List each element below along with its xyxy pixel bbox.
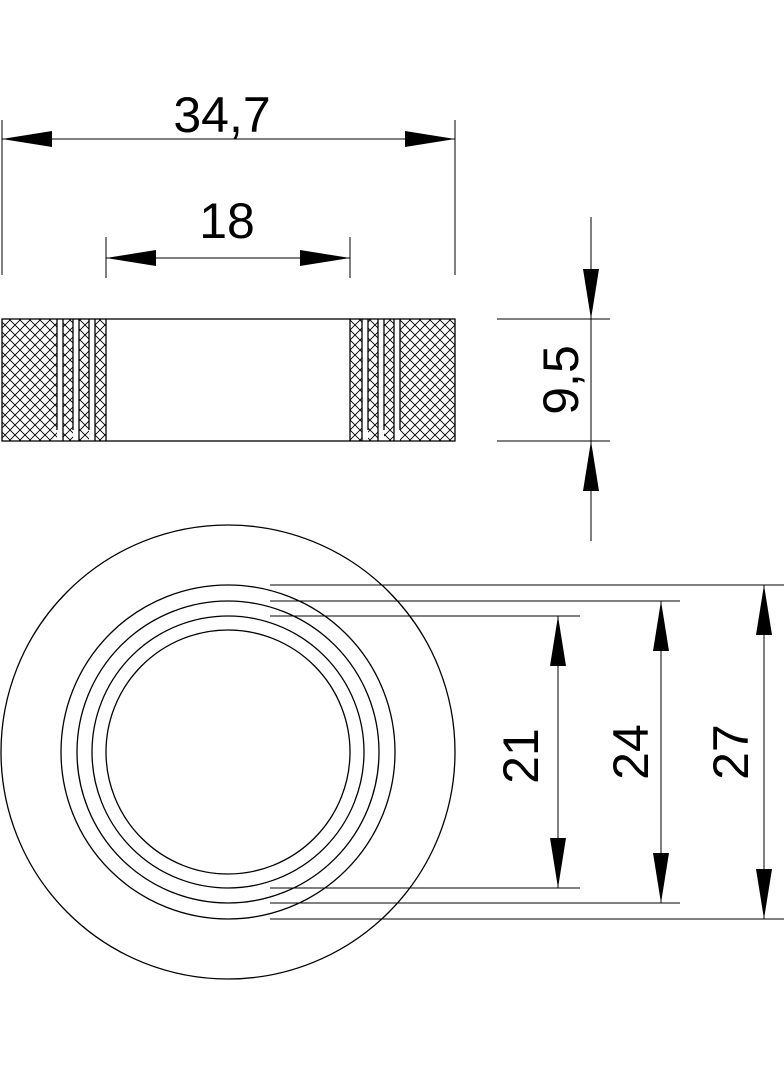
- dimension-diameter-24: 24: [603, 601, 669, 903]
- diameter-24-label: 24: [603, 724, 659, 780]
- diameter-27-circle: [60, 584, 396, 920]
- height-label: 9,5: [533, 345, 589, 415]
- outer-width-label: 34,7: [173, 87, 270, 143]
- diameter-24-circle: [76, 600, 380, 904]
- dimension-inner-width: 18: [105, 193, 351, 278]
- plan-view: [0, 524, 456, 980]
- dimension-diameter-27: 27: [703, 585, 772, 919]
- diameter-21-circle: [91, 615, 365, 889]
- dimension-height: 9,5: [497, 217, 610, 541]
- inner-width-label: 18: [199, 193, 255, 249]
- section-view: [1, 318, 456, 442]
- plan-extension-lines: [270, 584, 784, 920]
- dimension-diameter-21: 21: [493, 616, 566, 888]
- diameter-21-label: 21: [493, 728, 549, 784]
- bore-circle: [105, 629, 351, 875]
- diameter-27-label: 27: [703, 724, 759, 780]
- dimension-outer-width: 34,7: [1, 87, 456, 275]
- outer-circle: [0, 524, 456, 980]
